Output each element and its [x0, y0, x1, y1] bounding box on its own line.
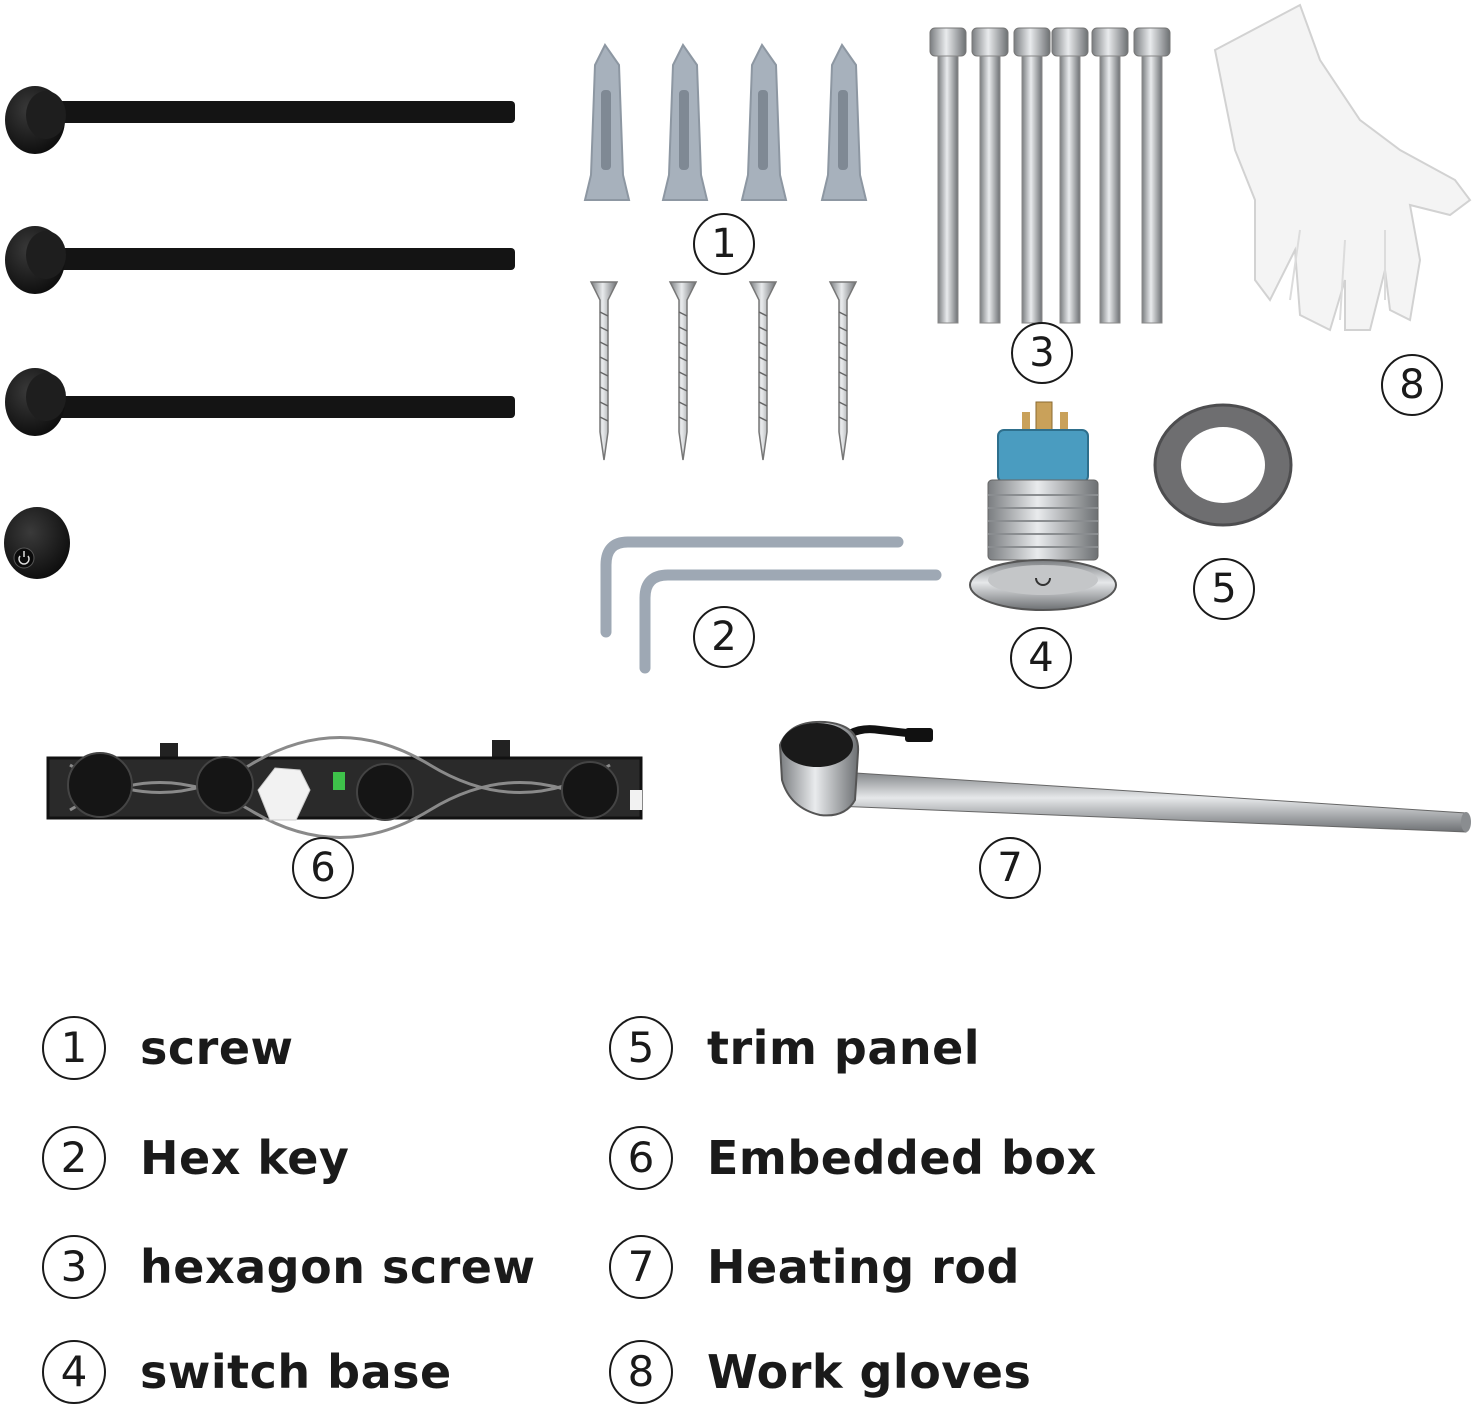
- legend-number: 5: [609, 1016, 673, 1080]
- legend-label: Heating rod: [707, 1240, 1020, 1294]
- towel-bar-2: [5, 226, 515, 294]
- wall-anchors: [583, 43, 868, 201]
- legend-item-5: 5 trim panel: [609, 1016, 980, 1080]
- callout-3: 3: [1011, 322, 1073, 384]
- legend-number: 2: [42, 1126, 106, 1190]
- legend-number: 8: [609, 1340, 673, 1404]
- legend-label: hexagon screw: [140, 1240, 536, 1294]
- embedded-box: [46, 736, 643, 839]
- legend-number: 4: [42, 1340, 106, 1404]
- legend-label: switch base: [140, 1345, 452, 1399]
- switch-base: [969, 401, 1117, 611]
- callout-7: 7: [979, 837, 1041, 899]
- legend-item-8: 8 Work gloves: [609, 1340, 1031, 1404]
- legend-number: 7: [609, 1235, 673, 1299]
- legend-label: Hex key: [140, 1131, 350, 1185]
- legend-label: Embedded box: [707, 1131, 1097, 1185]
- legend-number: 6: [609, 1126, 673, 1190]
- legend-item-3: 3 hexagon screw: [42, 1235, 535, 1299]
- legend-item-4: 4 switch base: [42, 1340, 452, 1404]
- switch-knob: [4, 507, 70, 579]
- legend-label: trim panel: [707, 1021, 981, 1075]
- wood-screws: [589, 281, 858, 461]
- callout-1: 1: [693, 213, 755, 275]
- hex-keys: [600, 536, 942, 674]
- work-glove: [1213, 3, 1472, 332]
- legend-number: 1: [42, 1016, 106, 1080]
- heating-rod: [778, 720, 1471, 833]
- towel-bar-3: [5, 368, 515, 436]
- legend-number: 3: [42, 1235, 106, 1299]
- callout-5: 5: [1193, 558, 1255, 620]
- legend-item-7: 7 Heating rod: [609, 1235, 1020, 1299]
- callout-8: 8: [1381, 354, 1443, 416]
- black-towel-bars: [4, 86, 515, 579]
- trim-panel-ring: [1153, 403, 1293, 527]
- legend-item-2: 2 Hex key: [42, 1126, 349, 1190]
- callout-2: 2: [693, 606, 755, 668]
- legend-label: Work gloves: [707, 1345, 1032, 1399]
- callout-6: 6: [292, 837, 354, 899]
- legend-item-6: 6 Embedded box: [609, 1126, 1097, 1190]
- towel-bar-1: [5, 86, 515, 154]
- hexagon-screws: [929, 27, 1171, 324]
- legend-label: screw: [140, 1021, 294, 1075]
- legend-item-1: 1 screw: [42, 1016, 294, 1080]
- callout-4: 4: [1010, 627, 1072, 689]
